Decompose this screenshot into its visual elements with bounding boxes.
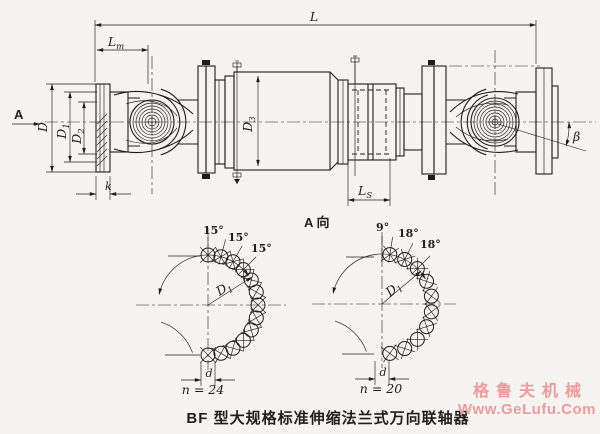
dim-label-D1: D1: [54, 123, 72, 139]
angle-label: 15°: [228, 231, 249, 244]
view-a-right-flange: [312, 232, 456, 385]
view-a-title: A 向: [304, 215, 330, 230]
right-inner-flange-pair: [421, 60, 447, 180]
view-a-left-flange: [136, 228, 286, 386]
dim-label-Lm: Lm: [107, 34, 124, 52]
right-yoke: [446, 88, 537, 156]
hole-diameter-label-left: d: [205, 367, 212, 380]
right-flange: [535, 67, 559, 175]
coupling-side-view: [95, 55, 559, 184]
dim-label-D3: D3: [240, 116, 258, 132]
angle-label: 15°: [251, 242, 272, 255]
spline-sleeve: [347, 55, 423, 161]
tube: [232, 60, 349, 184]
left-bearing: [129, 99, 175, 145]
dim-label-L: L: [309, 9, 318, 24]
watermark-company: 格鲁夫机械: [472, 383, 588, 400]
dim-label-beta: β: [572, 129, 580, 144]
angle-label: 15°: [203, 224, 224, 237]
hole-count-label-right: n = 20: [360, 381, 402, 396]
dimension-lines: [12, 20, 587, 206]
angle-label: 9°: [376, 221, 389, 234]
left-yoke: [109, 88, 198, 156]
dim-label-D: D: [35, 122, 50, 133]
drawing-caption: BF 型大规格标准伸缩法兰式万向联轴器: [186, 410, 470, 427]
bolt-holes-right: [380, 236, 441, 363]
dim-label-D2: D2: [69, 128, 87, 144]
bolt-circle-label-right: D1: [382, 278, 406, 302]
angle-label: 18°: [398, 227, 419, 240]
left-flange: [95, 83, 111, 173]
right-bearing: [470, 97, 520, 147]
flange-hatch: [96, 113, 108, 167]
dim-label-k: k: [105, 180, 112, 193]
bolt-circle-label-left: D1: [212, 278, 235, 302]
left-inner-flange-pair: [197, 60, 235, 179]
bolt-holes-left: [199, 237, 267, 364]
hole-count-label-left: n = 24: [182, 382, 224, 397]
angle-label: 18°: [420, 238, 441, 251]
watermark-url: Www.GeLufu.Com: [457, 401, 596, 419]
watermark: 格鲁夫机械 Www.GeLufu.Com: [458, 383, 596, 419]
hole-diameter-label-right: d: [379, 366, 386, 379]
dim-label-Ls: LS: [357, 183, 372, 201]
view-direction-label: A: [14, 107, 24, 122]
